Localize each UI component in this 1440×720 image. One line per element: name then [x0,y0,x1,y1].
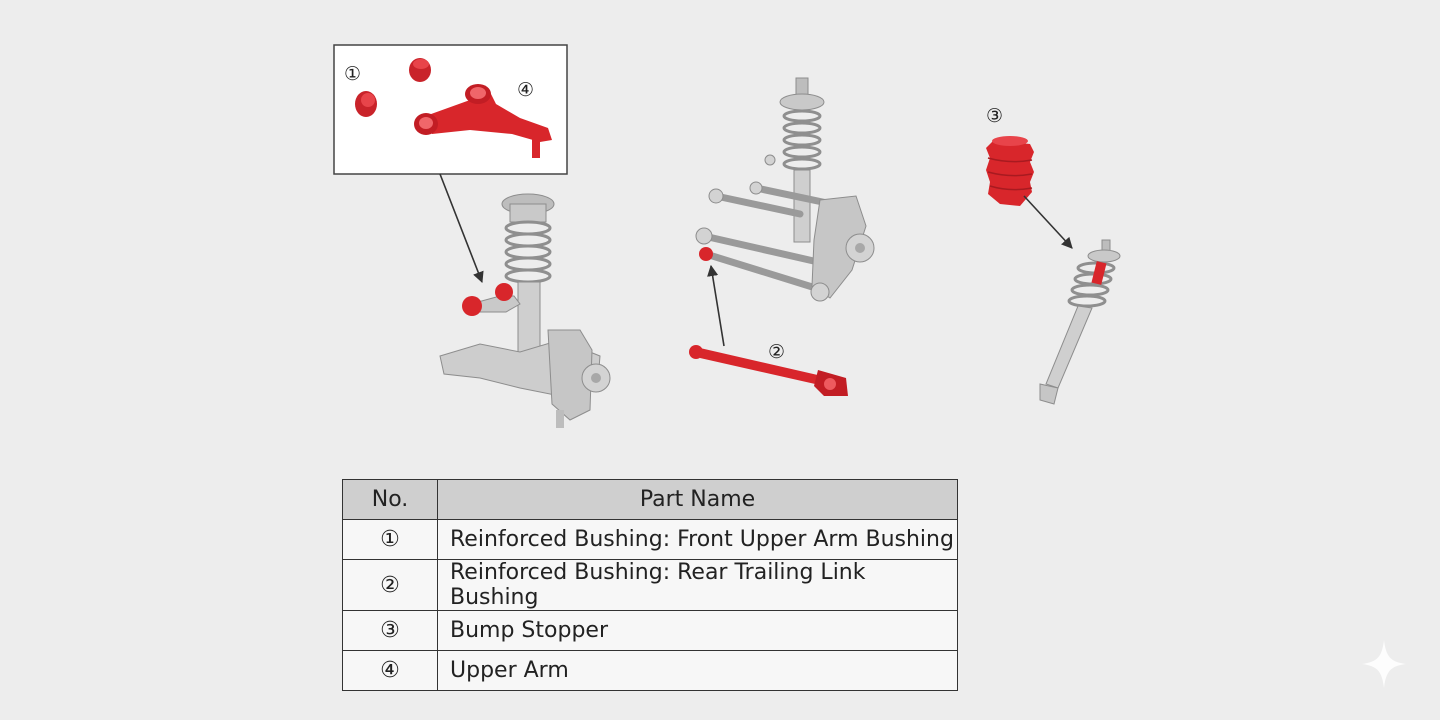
header-part-name: Part Name [437,479,958,520]
arrow-trailing-link [707,264,725,347]
row-no: ④ [342,650,438,691]
row-no: ① [342,519,438,560]
sparkle-icon [1362,640,1406,688]
trailing-link-part [689,345,848,396]
row-no: ③ [342,610,438,651]
callout-3: ③ [986,105,1003,127]
inset-bushing-left [355,91,377,117]
row-no: ② [342,559,438,611]
table-row: ④ Upper Arm [342,650,958,691]
row-part-name: Bump Stopper [437,610,958,651]
callout-1-inset: ① [344,63,361,85]
bump-stopper-part [986,136,1034,206]
table-row: ② Reinforced Bushing: Rear Trailing Link… [342,559,958,611]
suspension-diagram: ① ④ [333,44,1121,428]
table-row: ① Reinforced Bushing: Front Upper Arm Bu… [342,519,958,560]
row-part-name: Reinforced Bushing: Rear Trailing Link B… [437,559,958,611]
table-row: ③ Bump Stopper [342,610,958,651]
callout-4-inset: ④ [517,79,534,101]
parts-table: No. Part Name ① Reinforced Bushing: Fron… [342,479,958,691]
table-header-row: No. Part Name [342,479,958,520]
shock-absorber [1039,239,1121,405]
row-part-name: Reinforced Bushing: Front Upper Arm Bush… [437,519,958,560]
arrow-bump-stopper [1023,195,1073,249]
row-part-name: Upper Arm [437,650,958,691]
callout-2: ② [768,341,785,363]
rear-suspension [695,77,875,302]
inset-box: ① ④ [333,44,568,175]
header-no: No. [342,479,438,520]
arrow-inset [439,173,484,284]
front-suspension [439,193,611,428]
inset-upper-arm [414,84,552,158]
inset-bushing-top [409,58,431,82]
